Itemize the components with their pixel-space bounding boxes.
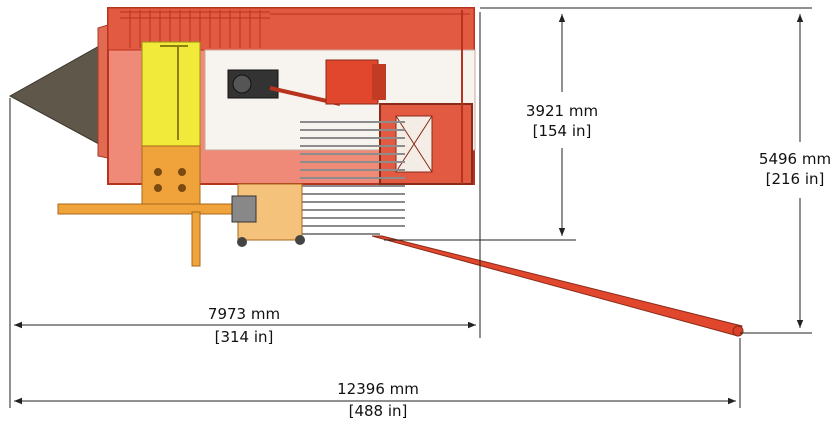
dimension-body-length: 7973 mm [314 in] — [14, 305, 476, 346]
total-height-imperial: [216 in] — [766, 170, 825, 188]
inner-height-metric: 3921 mm — [526, 102, 598, 120]
dimension-total-height: 5496 mm [216 in] — [759, 14, 831, 328]
feed-hopper — [8, 39, 111, 151]
total-length-imperial: [488 in] — [349, 402, 408, 420]
drive-motor — [227, 69, 279, 99]
dimension-total-length: 12396 mm [488 in] — [14, 380, 736, 420]
extension-lines — [9, 7, 812, 408]
machine-body — [8, 7, 744, 337]
body-length-metric: 7973 mm — [208, 305, 280, 323]
dimension-inner-height: 3921 mm [154 in] — [526, 14, 598, 236]
total-length-metric: 12396 mm — [337, 380, 419, 398]
yellow-panel — [141, 41, 201, 147]
orange-control-panel — [141, 145, 201, 205]
inner-height-imperial: [154 in] — [533, 122, 592, 140]
discharge-conveyor — [371, 235, 743, 337]
total-height-metric: 5496 mm — [759, 150, 831, 168]
body-length-imperial: [314 in] — [215, 328, 274, 346]
red-cylinder — [325, 59, 379, 105]
rod-bundle — [300, 121, 405, 235]
